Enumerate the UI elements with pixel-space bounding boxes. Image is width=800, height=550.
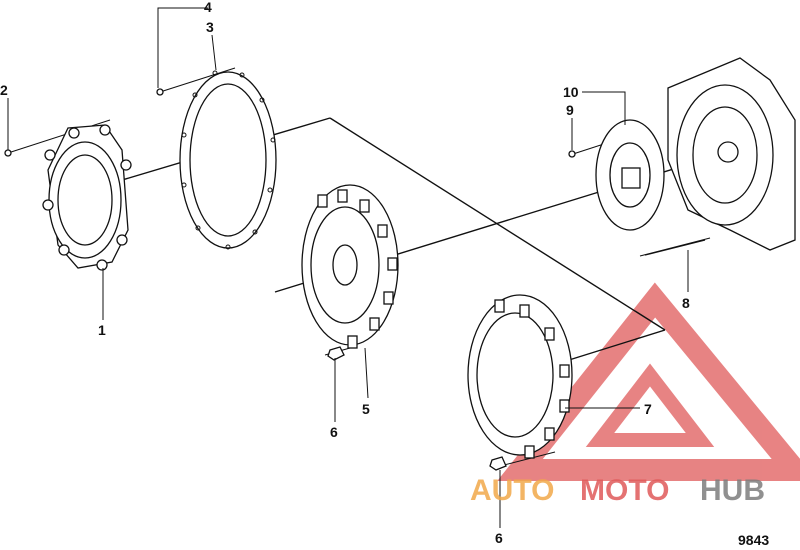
part-6-nuts <box>327 346 507 471</box>
part-5-coupler-plate <box>301 184 399 349</box>
watermark-triangle-outer <box>497 282 800 481</box>
figure-number: 9843 <box>738 532 769 548</box>
callout-4: 4 <box>204 0 212 15</box>
callout-7: 7 <box>644 401 652 417</box>
callout-3: 3 <box>206 19 214 35</box>
bolts <box>4 88 706 256</box>
watermark-wordmark: AUTO MOTO HUB <box>470 474 765 507</box>
callout-8: 8 <box>682 295 690 311</box>
part-1-housing-cover <box>42 124 132 271</box>
part-10-adaptor-plate <box>595 119 665 231</box>
engine-flywheel-housing <box>667 57 796 251</box>
part-3-gasket <box>179 70 277 250</box>
watermark-text-hub: HUB <box>700 474 765 507</box>
callout-1: 1 <box>98 322 106 338</box>
callout-2: 2 <box>0 82 8 98</box>
watermark-text-moto: MOTO <box>580 474 669 507</box>
callout-6a: 6 <box>330 424 338 440</box>
callout-5: 5 <box>362 401 370 417</box>
leader-lines <box>7 7 689 528</box>
part-7-coupler-plate <box>467 294 573 459</box>
callout-6b: 6 <box>495 530 503 546</box>
callout-9: 9 <box>566 102 574 118</box>
callout-labels: 1 2 3 4 5 6 6 7 8 9 10 9843 <box>0 0 769 548</box>
watermark-text-auto: AUTO <box>470 474 554 507</box>
callout-10: 10 <box>563 84 579 100</box>
